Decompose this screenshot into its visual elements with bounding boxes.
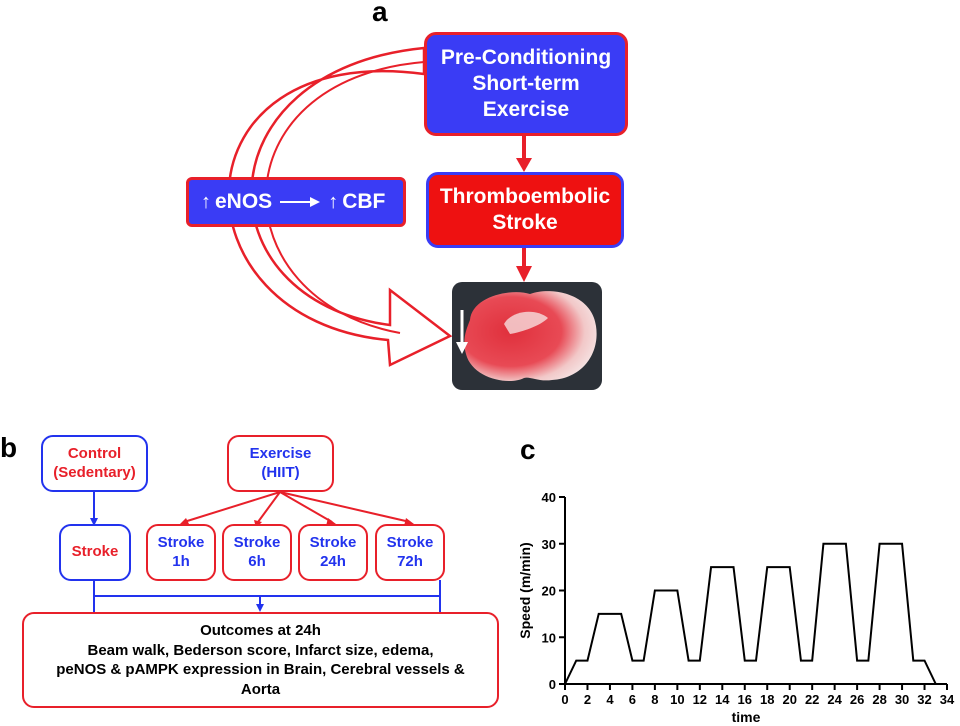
curved-outline-arrow (227, 46, 453, 367)
x-tick-label: 16 (738, 692, 752, 707)
x-tick-label: 18 (760, 692, 774, 707)
cbf-label: CBF (342, 189, 386, 213)
y-tick-label: 10 (542, 630, 556, 645)
brain-slice-image (452, 282, 602, 390)
down-arrow-icon (456, 342, 468, 354)
x-tick-label: 32 (917, 692, 931, 707)
x-tick-label: 34 (940, 692, 955, 707)
y-tick-label: 40 (542, 490, 556, 505)
stroke-1h-box: Stroke 1h (146, 524, 216, 581)
brain-section-drawing (456, 291, 597, 381)
arrow-head-1 (516, 158, 532, 172)
enos-cbf-box: ↑ eNOS ↑ CBF (186, 177, 406, 227)
up-arrow-icon: ↑ (201, 190, 211, 213)
x-tick-label: 10 (670, 692, 684, 707)
panel-c-letter: c (520, 434, 536, 465)
outcomes-body: Beam walk, Bederson score, Infarct size,… (56, 641, 465, 698)
pre-conditioning-box: Pre-Conditioning Short-term Exercise (424, 32, 628, 136)
x-tick-label: 26 (850, 692, 864, 707)
arrow-head-2 (516, 266, 532, 282)
exercise-box: Exercise (HIIT) (227, 435, 334, 492)
thromboembolic-stroke-box: Thromboembolic Stroke (426, 172, 624, 248)
control-box: Control (Sedentary) (41, 435, 148, 492)
y-tick-label: 30 (542, 537, 556, 552)
up-arrow-icon: ↑ (328, 190, 339, 213)
speed-series-line (564, 542, 937, 685)
panel-a-letter: a (372, 0, 388, 27)
stroke-72h-box: Stroke 72h (375, 524, 445, 581)
enos-label: eNOS (215, 189, 273, 213)
x-tick-label: 24 (827, 692, 842, 707)
x-tick-label: 2 (584, 692, 591, 707)
x-tick-label: 22 (805, 692, 819, 707)
outcomes-title: Outcomes at 24h (200, 622, 321, 639)
panel-b-connectors (90, 491, 441, 612)
panel-b-letter: b (0, 432, 18, 463)
x-tick-label: 20 (782, 692, 796, 707)
x-tick-label: 6 (629, 692, 636, 707)
x-tick-label: 4 (606, 692, 614, 707)
y-axis-label: Speed (m/min) (517, 542, 533, 638)
y-tick-label: 20 (542, 584, 556, 599)
right-arrow-icon (280, 197, 321, 207)
control-stroke-box: Stroke (59, 524, 131, 581)
stroke-24h-box: Stroke 24h (298, 524, 368, 581)
x-tick-label: 28 (872, 692, 886, 707)
outcomes-box: Outcomes at 24h Beam walk, Bederson scor… (22, 612, 499, 708)
x-tick-label: 12 (693, 692, 707, 707)
x-tick-label: 8 (651, 692, 658, 707)
x-tick-label: 0 (561, 692, 568, 707)
x-axis-label: time (732, 709, 761, 725)
y-tick-label: 0 (549, 677, 556, 692)
stroke-6h-box: Stroke 6h (222, 524, 292, 581)
x-tick-label: 14 (715, 692, 730, 707)
x-tick-label: 30 (895, 692, 909, 707)
